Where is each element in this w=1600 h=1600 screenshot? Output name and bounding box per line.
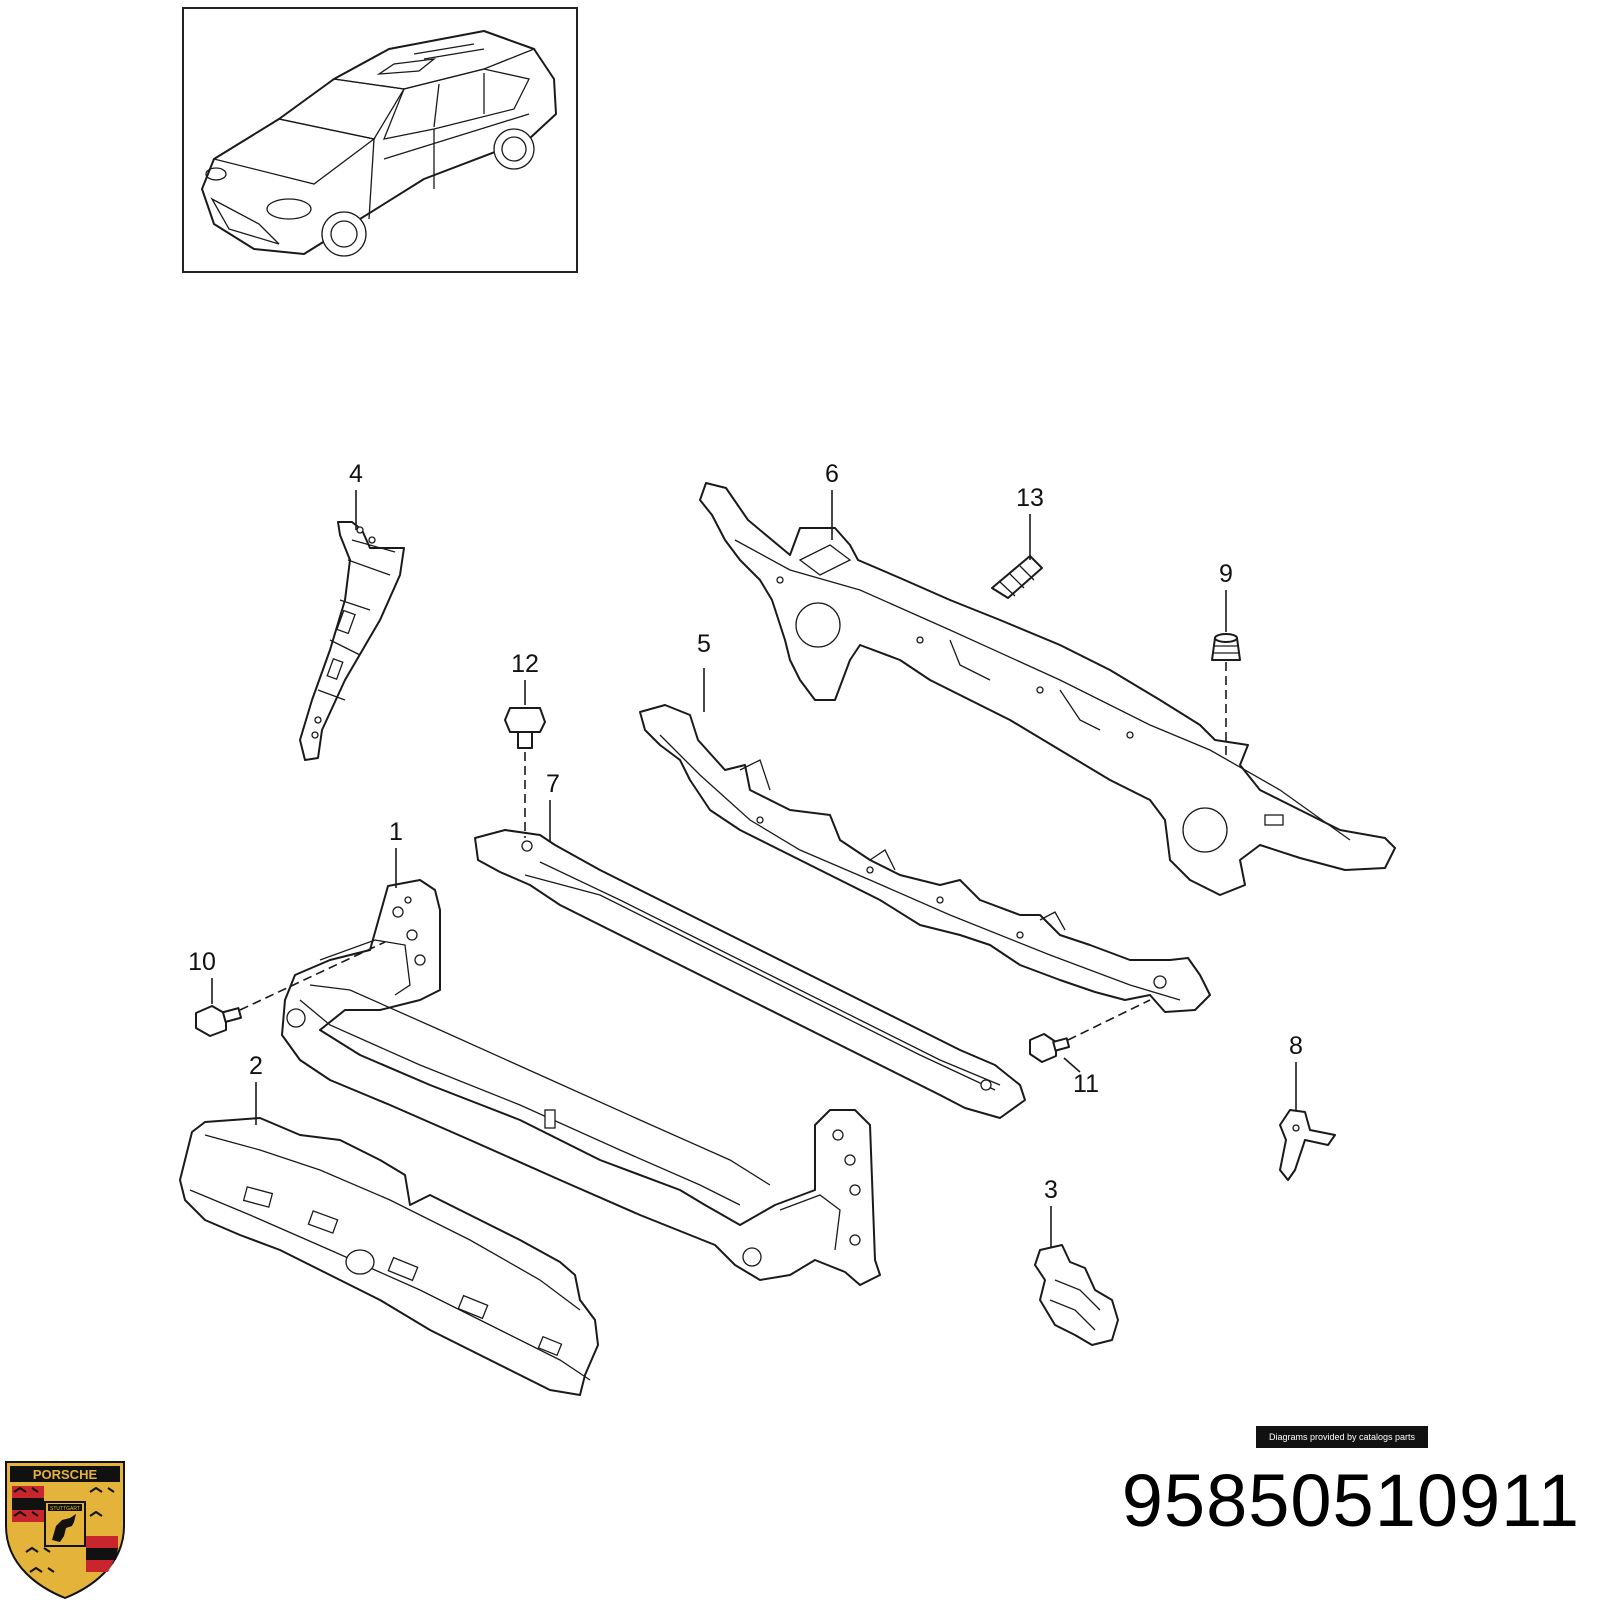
porsche-crest-logo: PORSCHE STUTTGART xyxy=(5,1461,125,1600)
callout-9: 9 xyxy=(1219,560,1233,588)
callout-7: 7 xyxy=(546,770,560,798)
part-7-lower-cross-bar xyxy=(474,829,1026,1119)
part-13-pin xyxy=(991,555,1043,599)
callout-13: 13 xyxy=(1016,484,1044,512)
callout-4: 4 xyxy=(349,460,363,488)
svg-text:PORSCHE: PORSCHE xyxy=(33,1467,98,1482)
callout-5: 5 xyxy=(697,630,711,658)
part-6-upper-cross-member xyxy=(699,482,1396,896)
svg-text:STUTTGART: STUTTGART xyxy=(50,1506,80,1512)
callout-12: 12 xyxy=(511,650,539,678)
part-9-grommet xyxy=(1211,633,1241,661)
diagram-credit-badge: Diagrams provided by catalogs parts xyxy=(1256,1426,1428,1448)
callout-2: 2 xyxy=(249,1052,263,1080)
part-number: 95850510911 xyxy=(1121,1459,1580,1542)
callout-1: 1 xyxy=(389,818,403,846)
callout-11: 11 xyxy=(1073,1070,1099,1098)
callout-3: 3 xyxy=(1044,1176,1058,1204)
vehicle-overview-thumbnail xyxy=(182,7,578,273)
part-10-bolt xyxy=(195,1005,243,1037)
part-4-bracket xyxy=(299,521,405,761)
part-5-middle-cross-member xyxy=(639,704,1211,1013)
part-1-bumper-carrier xyxy=(281,879,881,1286)
leader-lines xyxy=(211,490,1297,1248)
part-2-energy-absorber xyxy=(179,1117,599,1396)
part-12-bolt xyxy=(504,707,546,749)
callout-6: 6 xyxy=(825,460,839,488)
vehicle-illustration xyxy=(201,30,557,257)
callout-8: 8 xyxy=(1289,1032,1303,1060)
part-3-side-bracket xyxy=(1034,1244,1119,1346)
part-8-clip-bracket xyxy=(1279,1109,1336,1181)
callout-10: 10 xyxy=(188,948,216,976)
part-11-bolt xyxy=(1029,1033,1071,1063)
